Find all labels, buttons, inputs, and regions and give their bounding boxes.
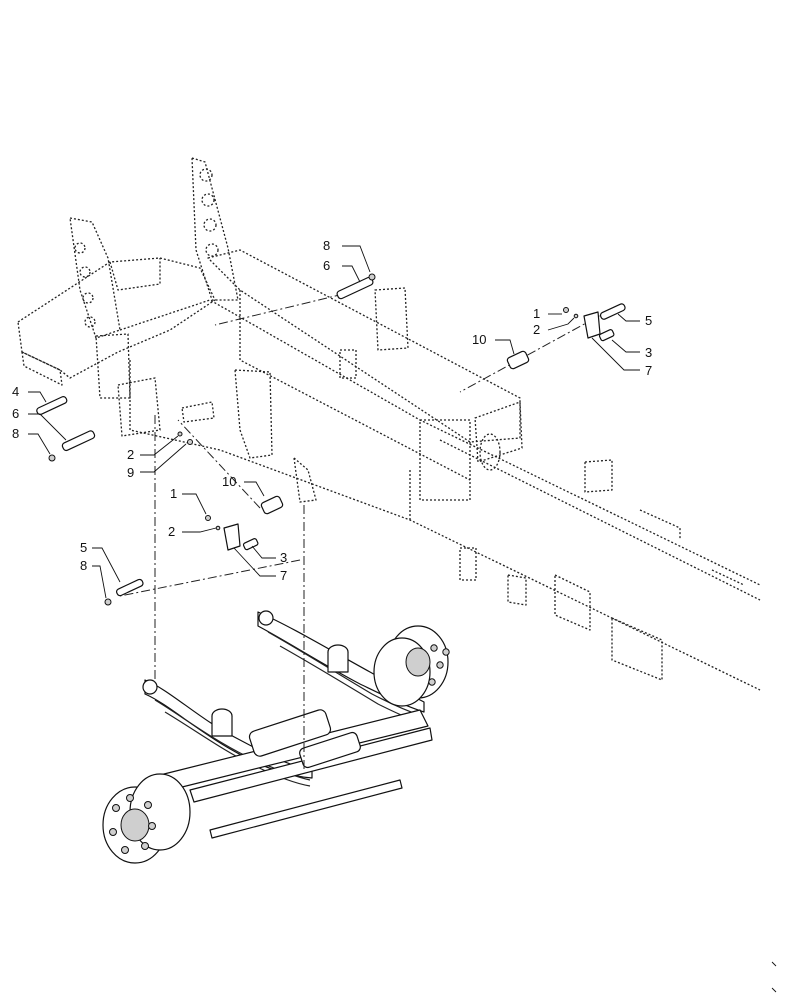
pin-5-lower [116,578,144,597]
bushing-10-upper [506,350,530,370]
callout-9: 9 [127,465,134,480]
callout-2: 2 [127,447,134,462]
callout-labels: 8 6 1 2 5 10 3 7 4 6 8 2 9 10 1 2 3 7 5 … [12,238,652,583]
callout-5: 5 [80,540,87,555]
callout-8: 8 [323,238,330,253]
callout-2: 2 [533,322,540,337]
front-axle-assembly [102,610,450,864]
chassis-frame [17,157,761,691]
right-upright-bracket [191,157,239,301]
main-rail-lower [119,299,761,586]
pin-5-upper [599,303,626,320]
shackle-7-upper [583,311,601,339]
callout-10: 10 [222,474,236,489]
callout-6: 6 [323,258,330,273]
callout-5: 5 [645,313,652,328]
bushing-10-lower [260,495,284,515]
nut-8-left [48,454,56,462]
callout-8: 8 [12,426,19,441]
pin-6-left [61,430,96,452]
front-cross-member [17,257,216,379]
nut-8-upper [368,273,376,281]
callout-7: 7 [645,363,652,378]
bolt-3-lower [242,538,259,551]
main-rail-upper [207,249,521,443]
tie-rod [209,779,403,839]
callout-1: 1 [170,486,177,501]
callout-2: 2 [168,524,175,539]
nut-8-lower [104,598,112,606]
callout-1: 1 [533,306,540,321]
callout-4: 4 [12,384,19,399]
callout-3: 3 [280,550,287,565]
callout-3: 3 [645,345,652,360]
callout-6: 6 [12,406,19,421]
callout-7: 7 [280,568,287,583]
leader-lines [28,245,640,599]
shackle-7-lower [223,523,241,551]
hardware-parts [36,273,626,606]
assembly-center-lines [119,289,611,770]
bolt-3-upper [598,329,615,342]
pin-6-upper [336,276,374,300]
callout-8: 8 [80,558,87,573]
callout-10: 10 [472,332,486,347]
pin-4 [36,395,68,416]
